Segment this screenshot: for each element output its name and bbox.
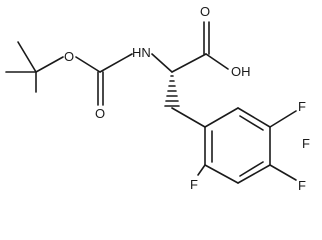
hydroxyl-label: OH [231,64,251,79]
fluorine-label-top-right: F [298,99,306,114]
carbamate-oxygen-label: O [95,106,105,121]
stereo-hashed-bond [164,75,180,107]
fluorine-label-right: F [302,136,310,151]
chemical-structure: O OH HN O O F F F F [5,4,310,193]
carbamate-group [75,53,133,106]
fluorine-label-bottom-right: F [298,178,306,193]
fluorine-label-bottom-left: F [190,177,198,192]
carboxyl-oxygen-label: O [200,4,210,19]
backbone [151,21,229,73]
aromatic-ring [204,107,271,184]
amine-label: HN [132,45,151,60]
atom-labels: O OH HN O O F F F F [64,4,310,193]
tert-butyl-group [5,41,64,93]
fluorine-bonds [197,110,297,181]
methylene-bond [171,107,206,128]
ester-oxygen-label: O [64,49,74,64]
